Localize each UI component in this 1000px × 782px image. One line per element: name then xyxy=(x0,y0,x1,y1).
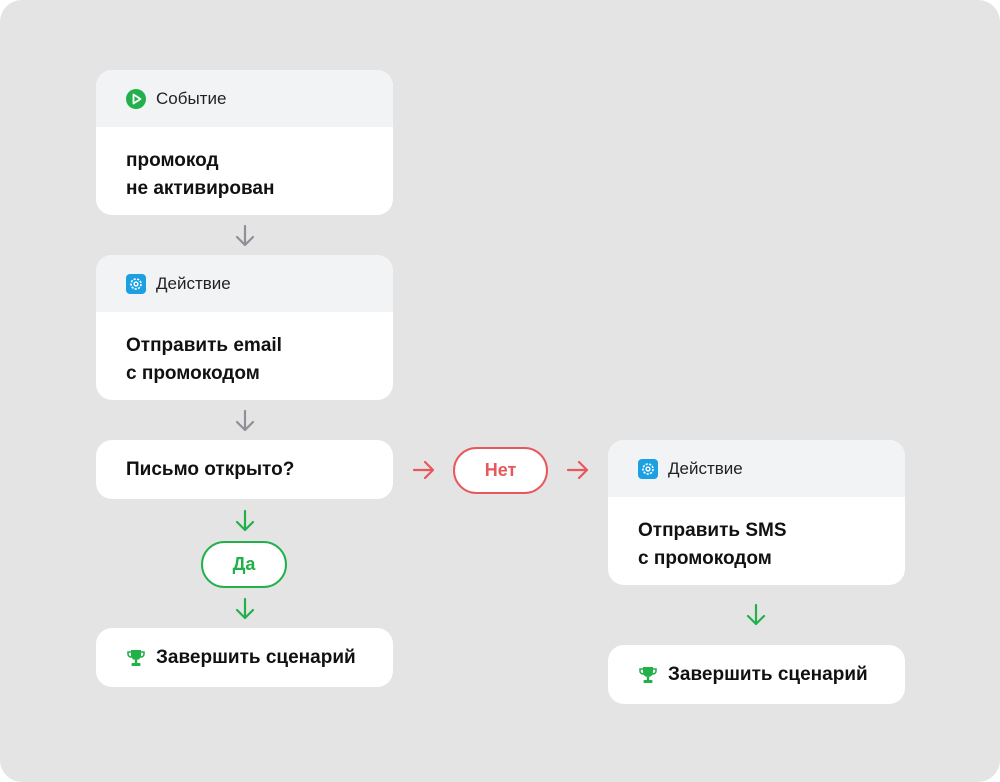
branch-yes-badge[interactable]: Да xyxy=(201,541,287,588)
action-sms-node-line2: с промокодом xyxy=(638,548,772,569)
arrow-down-icon xyxy=(746,603,766,626)
action-email-node-header: Действие xyxy=(96,255,393,312)
gear-icon xyxy=(638,458,658,479)
arrow-right-icon xyxy=(412,460,435,480)
action-email-node-line1: Отправить email xyxy=(126,335,282,356)
condition-node[interactable]: Письмо открыто? xyxy=(96,440,393,499)
event-node-line2: не активирован xyxy=(126,178,275,199)
event-node-line1: промокод xyxy=(126,150,219,171)
action-sms-node[interactable]: Действие Отправить SMS с промокодом xyxy=(608,440,905,585)
branch-no-badge[interactable]: Нет xyxy=(453,447,548,494)
arrow-down-icon xyxy=(235,224,255,247)
arrow-down-icon xyxy=(235,409,255,432)
action-sms-node-line1: Отправить SMS xyxy=(638,520,787,541)
event-node[interactable]: Событие промокод не активирован xyxy=(96,70,393,215)
finish-left-label: Завершить сценарий xyxy=(156,646,356,668)
trophy-icon xyxy=(126,648,146,668)
action-sms-node-header-label: Действие xyxy=(668,458,743,478)
arrow-down-icon xyxy=(235,597,255,620)
arrow-right-icon xyxy=(566,460,589,480)
event-node-header-label: Событие xyxy=(156,88,227,108)
action-email-node-header-label: Действие xyxy=(156,273,231,293)
action-sms-node-body: Отправить SMS с промокодом xyxy=(608,497,905,573)
action-sms-node-header: Действие xyxy=(608,440,905,497)
action-email-node[interactable]: Действие Отправить email с промокодом xyxy=(96,255,393,400)
action-email-node-line2: с промокодом xyxy=(126,363,260,384)
action-email-node-body: Отправить email с промокодом xyxy=(96,312,393,388)
branch-no-label: Нет xyxy=(484,460,517,480)
finish-right-label: Завершить сценарий xyxy=(668,663,868,685)
trophy-icon xyxy=(638,665,658,685)
play-circle-icon xyxy=(126,88,146,109)
arrow-down-icon xyxy=(235,509,255,532)
gear-icon xyxy=(126,273,146,294)
event-node-body: промокод не активирован xyxy=(96,127,393,203)
condition-node-label: Письмо открыто? xyxy=(126,458,295,480)
finish-node-left[interactable]: Завершить сценарий xyxy=(96,628,393,687)
branch-yes-label: Да xyxy=(232,554,256,574)
event-node-header: Событие xyxy=(96,70,393,127)
finish-node-right[interactable]: Завершить сценарий xyxy=(608,645,905,704)
